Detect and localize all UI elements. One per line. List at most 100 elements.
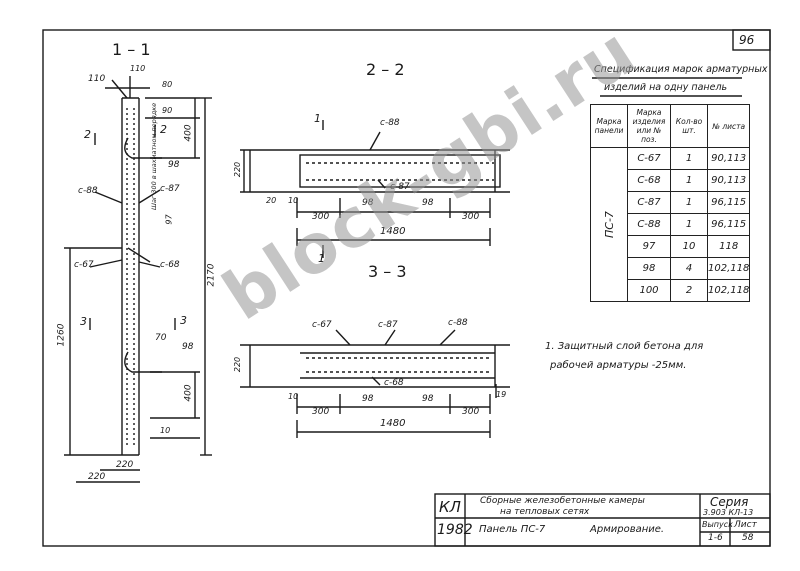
spec-cell-qty: 1 — [670, 147, 708, 170]
title-block-issue-label: Выпуск — [702, 520, 733, 529]
spec-cell-mark: С-68 — [627, 169, 671, 192]
label-98-top: 98 — [168, 160, 180, 170]
dim-300-left-s33: 300 — [312, 407, 330, 417]
label-c87-side: с-87 — [160, 184, 180, 194]
title-block-series-value: 3.903 КЛ-13 — [703, 508, 754, 517]
spec-cell-mark: 98 — [627, 257, 671, 280]
arrow-1-bottom: 1 — [318, 252, 325, 265]
arrow-1-top: 1 — [314, 112, 321, 125]
section-title-2-2: 2 – 2 — [366, 60, 405, 79]
spec-cell-qty: 1 — [670, 191, 708, 214]
title-block-org: КЛ — [439, 498, 461, 516]
dim-80: 80 — [162, 80, 173, 89]
label-98-s33-right: 98 — [422, 394, 434, 404]
spec-cell-mark: 97 — [627, 235, 671, 258]
dim-10-bottom: 10 — [160, 426, 171, 435]
arrow-3-right: 3 — [180, 314, 187, 327]
sheet-number: 96 — [739, 33, 755, 47]
spec-cell-sheet: 102,118 — [706, 279, 751, 302]
arrow-2-left: 2 — [84, 128, 91, 141]
label-98-s33-left: 98 — [362, 394, 374, 404]
spec-cell-sheet: 96,115 — [706, 191, 751, 214]
label-97-side: 97 — [164, 214, 174, 225]
dim-110-top: 110 — [130, 64, 146, 73]
note-line1: 1. Защитный слой бетона для — [545, 341, 704, 352]
dim-220-s33: 220 — [233, 356, 243, 373]
dim-300-right-s33: 300 — [462, 407, 480, 417]
label-c68-side: с-68 — [160, 260, 180, 270]
label-c67-side: с-67 — [74, 260, 94, 270]
dim-19-s33: 19 — [496, 390, 507, 399]
spec-col-sheet: № листа — [706, 104, 751, 148]
spec-cell-qty: 4 — [670, 257, 708, 280]
dim-220-outer: 220 — [88, 472, 106, 482]
title-block-issue-value: 1-6 — [708, 533, 723, 543]
title-block-title-line2: на тепловых сетях — [500, 507, 590, 517]
title-block-item: Панель ПС-7 — [479, 524, 546, 535]
spec-cell-mark: С-87 — [627, 191, 671, 214]
arrow-3-left: 3 — [80, 315, 87, 328]
spec-cell-mark: С-67 — [627, 147, 671, 170]
spec-table: Марка панели Марка изделия или № поз. Ко… — [590, 104, 751, 302]
spec-cell-sheet: 90,113 — [706, 169, 751, 192]
spec-col-mark: Марка изделия или № поз. — [627, 104, 671, 148]
label-shag: Шаг 300 в шахматном порядке — [150, 102, 158, 210]
spec-col-qty: Кол-во шт. — [670, 104, 708, 148]
dim-10-s22: 10 — [288, 196, 299, 205]
label-98-s22-left: 98 — [362, 198, 374, 208]
spec-col-panel: Марка панели — [590, 104, 628, 148]
arrow-2-right: 2 — [160, 123, 167, 136]
note-line2: рабочей арматуры -25мм. — [550, 360, 687, 371]
spec-cell-sheet: 90,113 — [706, 147, 751, 170]
spec-cell-mark: С-88 — [627, 213, 671, 236]
dim-20-s22: 20 — [266, 196, 277, 205]
dim-400-bottom: 400 — [183, 384, 194, 402]
dim-220-inner: 220 — [116, 460, 134, 470]
spec-cell-sheet: 102,118 — [706, 257, 751, 280]
spec-cell-sheet: 96,115 — [706, 213, 751, 236]
label-c87-s33: с-87 — [378, 320, 398, 330]
title-block-sheet-label: Лист — [734, 520, 757, 530]
spec-cell-qty: 1 — [670, 213, 708, 236]
spec-cell-qty: 2 — [670, 279, 708, 302]
dim-10-s33: 10 — [288, 392, 299, 401]
spec-cell-sheet: 118 — [706, 235, 751, 258]
dim-110: 110 — [88, 74, 106, 84]
spec-cell-qty: 1 — [670, 169, 708, 192]
label-c67-s33: с-67 — [312, 320, 332, 330]
dim-300-left-s22: 300 — [312, 212, 330, 222]
dim-1480-s33: 1480 — [380, 418, 406, 429]
title-block-year: 1982 — [437, 522, 473, 538]
dim-1480-s22: 1480 — [380, 226, 406, 237]
section-title-3-3: 3 – 3 — [368, 262, 407, 281]
label-c87-s22: с-87 — [390, 182, 410, 192]
title-block-sheet-value: 58 — [742, 533, 754, 543]
section-2-2-drawing — [240, 120, 510, 258]
dim-90: 90 — [162, 106, 173, 115]
section-title-1-1: 1 – 1 — [112, 40, 151, 59]
title-block-series-label: Серия — [710, 495, 749, 509]
spec-title-line1: Спецификация марок арматурных — [594, 64, 768, 75]
spec-cell-qty: 10 — [670, 235, 708, 258]
label-98-bottom: 98 — [182, 342, 194, 352]
label-c68-s33: с-68 — [384, 378, 404, 388]
label-c88-s22: с-88 — [380, 118, 400, 128]
label-98-s22-right: 98 — [422, 198, 434, 208]
title-block-lines — [434, 493, 771, 547]
spec-cell-mark: 100 — [627, 279, 671, 302]
title-block-item-desc: Армирование. — [590, 524, 665, 535]
dim-1260: 1260 — [56, 323, 67, 347]
section-1-1-drawing — [64, 76, 212, 483]
label-c88-s33: с-88 — [448, 318, 468, 328]
spec-panel-cell: ПС-7 — [590, 147, 628, 302]
spec-title-line2: изделий на одну панель — [604, 82, 728, 93]
dim-300-right-s22: 300 — [462, 212, 480, 222]
label-70: 70 — [155, 333, 167, 343]
dim-220-s22: 220 — [233, 161, 243, 178]
